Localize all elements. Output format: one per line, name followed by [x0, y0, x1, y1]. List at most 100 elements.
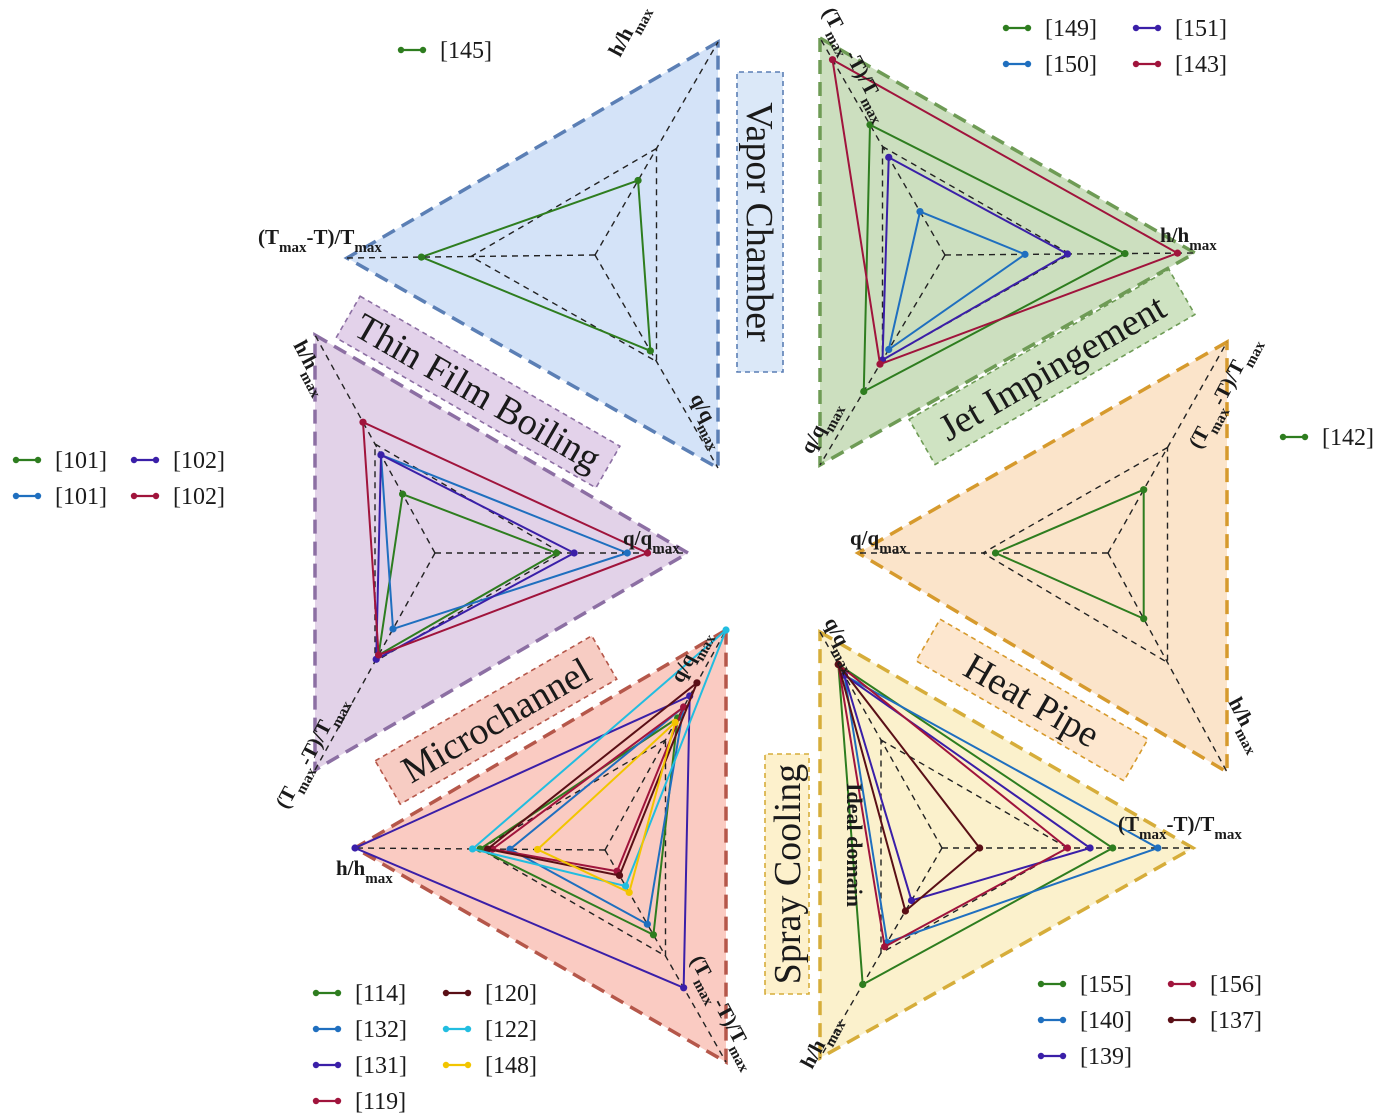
- panel-spray-cooling-point-4-0: [834, 660, 842, 669]
- panel-thin-film-boiling-legend-entry-0: [101]: [12, 448, 107, 474]
- panel-vapor-chamber-legend-label-0: [145]: [440, 38, 492, 64]
- panel-jet-impingement-point-0-0: [866, 121, 874, 129]
- panel-heat-pipe-point-0-1: [991, 549, 1000, 557]
- panel-spray-cooling-legend: [155][140][139][156][137]: [1037, 972, 1262, 1070]
- panel-jet-impingement-legend-label-2: [151]: [1175, 16, 1227, 42]
- panel-microchannel-series-122-5: [468, 626, 730, 890]
- panel-jet-impingement-legend-entry-2: [151]: [1132, 16, 1227, 42]
- panel-microchannel-series-120-4: [483, 679, 701, 880]
- panel-jet-impingement-point-3-1: [1173, 249, 1182, 257]
- panel-vapor-chamber-spoke-q-qmax: [594, 254, 719, 469]
- panel-microchannel-legend-entry-5: [122]: [442, 1017, 537, 1043]
- panel-spray-cooling-annotation: Ideal domain: [842, 783, 867, 907]
- panel-microchannel-point-4-1: [483, 845, 492, 853]
- panel-microchannel-point-5-1: [468, 845, 477, 853]
- panel-vapor-chamber-series-line-0: [418, 179, 652, 353]
- panel-spray-cooling-legend-entry-1: [140]: [1037, 1008, 1132, 1034]
- panel-vapor-chamber-spoke-tmax-t-tmax: [346, 254, 596, 259]
- panel-microchannel-spoke-q-qmax: [604, 629, 727, 851]
- panel-thin-film-boiling-legend-entry-2: [102]: [130, 448, 225, 474]
- panel-jet-impingement-series-151-2: [878, 153, 1072, 364]
- panel-vapor-chamber-point-0-0: [634, 176, 642, 185]
- panel-heat-pipe-series-line-0: [992, 488, 1145, 621]
- panel-microchannel-legend-entry-4: [120]: [442, 981, 537, 1007]
- panel-thin-film-boiling-series-line-3: [361, 420, 651, 657]
- panel-spray-cooling-title-box: Spray Cooling: [764, 753, 810, 995]
- panel-jet-impingement-point-3-2: [876, 360, 884, 368]
- panel-vapor-chamber-series-145-0: [417, 176, 654, 355]
- panel-microchannel-spoke-tmax-t-tmax: [604, 849, 727, 1063]
- panel-spray-cooling-point-0-1: [1109, 844, 1117, 852]
- panel-heat-pipe-axis-label-q-qmax: q/qmax: [850, 526, 907, 557]
- panel-spray-cooling-half-grid: [880, 738, 1069, 955]
- panel-spray-cooling-legend-label-0: [155]: [1080, 972, 1132, 998]
- panel-thin-film-boiling-legend: [101][101][102][102]: [12, 448, 225, 510]
- panel-microchannel-point-6-1: [533, 845, 542, 854]
- panel-spray-cooling-axis-label-tmax-t-tmax: (Tmax-T)/Tmax: [1118, 812, 1242, 843]
- panel-heat-pipe-legend-label-0: [142]: [1322, 425, 1374, 451]
- panel-microchannel-legend-label-5: [122]: [485, 1017, 537, 1043]
- panel-jet-impingement-frame: [818, 34, 1199, 468]
- panel-microchannel-series-line-2: [352, 694, 691, 990]
- panel-thin-film-boiling-point-1-1: [623, 549, 631, 557]
- panel-spray-cooling-spoke-q-qmax: [819, 631, 943, 849]
- panel-jet-impingement-legend-label-0: [149]: [1045, 16, 1097, 42]
- panel-vapor-chamber-point-0-1: [417, 253, 425, 261]
- panel-spray-cooling-legend-entry-4: [137]: [1167, 1008, 1262, 1034]
- panel-microchannel-point-5-0: [722, 626, 730, 634]
- panel-thin-film-boiling-series-102-3: [359, 418, 652, 659]
- panel-microchannel-point-5-2: [621, 882, 630, 890]
- panel-thin-film-boiling-legend-label-2: [102]: [173, 448, 225, 474]
- panel-microchannel-legend-entry-2: [131]: [312, 1053, 407, 1079]
- panel-spray-cooling-legend-entry-2: [139]: [1037, 1044, 1132, 1070]
- panel-thin-film-boiling-series-line-2: [375, 453, 577, 662]
- panel-microchannel-series-148-6: [533, 718, 679, 897]
- panel-microchannel-point-4-0: [693, 679, 701, 687]
- panel-microchannel-legend-label-6: [148]: [485, 1053, 537, 1079]
- panel-heat-pipe-series-142-0: [991, 486, 1148, 623]
- panel-spray-cooling-series-line-4: [837, 663, 982, 913]
- panel-heat-pipe-frame: [854, 338, 1229, 776]
- panel-thin-film-boiling-point-2-1: [570, 549, 578, 557]
- panel-thin-film-boiling-legend-label-1: [101]: [55, 484, 107, 510]
- panel-spray-cooling-series-137-4: [834, 660, 984, 915]
- panel-microchannel-half-grid: [478, 738, 667, 958]
- panel-microchannel-series-line-6: [535, 719, 678, 894]
- panel-spray-cooling-point-0-2: [859, 980, 867, 989]
- panel-microchannel-series-line-3: [490, 704, 686, 873]
- panel-microchannel-legend-label-0: [114]: [355, 981, 406, 1007]
- panel-microchannel-axis-label-h-hmax: h/hmax: [336, 856, 393, 887]
- panel-thin-film-boiling-point-3-0: [359, 418, 367, 426]
- panel-vapor-chamber-half-grid: [469, 147, 658, 363]
- panel-spray-cooling-series-line-0: [837, 662, 1115, 987]
- panel-jet-impingement-point-2-0: [885, 153, 893, 161]
- panel-jet-impingement-legend-label-1: [150]: [1045, 52, 1097, 78]
- panel-thin-film-boiling-point-2-0: [377, 451, 385, 459]
- panel-microchannel-point-1-2: [643, 920, 651, 928]
- panel-jet-impingement-point-1-0: [916, 208, 924, 216]
- panel-jet-impingement-legend-label-3: [143]: [1175, 52, 1227, 78]
- panel-microchannel-legend-entry-0: [114]: [312, 981, 406, 1007]
- panel-microchannel-series-line-0: [478, 715, 679, 937]
- panel-microchannel-series-131-2: [351, 692, 694, 992]
- panel-vapor-chamber-frame: [343, 38, 720, 472]
- panel-heat-pipe-point-0-0: [1140, 486, 1148, 494]
- panel-spray-cooling-legend-label-1: [140]: [1080, 1008, 1132, 1034]
- panel-spray-cooling-legend-label-2: [139]: [1080, 1044, 1132, 1070]
- panel-jet-impingement-axis-label-h-hmax: h/hmax: [1160, 223, 1217, 254]
- panel-vapor-chamber-axis-label-h-hmax: h/hmax: [603, 0, 657, 64]
- panel-thin-film-boiling-point-0-1: [552, 549, 561, 557]
- panel-microchannel-point-6-2: [625, 888, 633, 897]
- panel-heat-pipe-point-0-2: [1140, 615, 1148, 623]
- panel-jet-impingement-series-line-3: [831, 57, 1180, 366]
- panel-microchannel-point-4-2: [615, 871, 624, 880]
- panel-spray-cooling-series-line-1: [843, 673, 1161, 944]
- panel-spray-cooling-series-line-3: [836, 661, 1070, 949]
- panel-vapor-chamber-axis-label-tmax-t-tmax: (Tmax-T)/Tmax: [258, 225, 382, 256]
- panel-jet-impingement-point-0-2: [860, 387, 868, 396]
- panel-thin-film-boiling-half-grid: [374, 442, 563, 663]
- panel-spray-cooling-series-line-2: [842, 672, 1093, 902]
- panel-thin-film-boiling-legend-entry-1: [101]: [12, 484, 107, 510]
